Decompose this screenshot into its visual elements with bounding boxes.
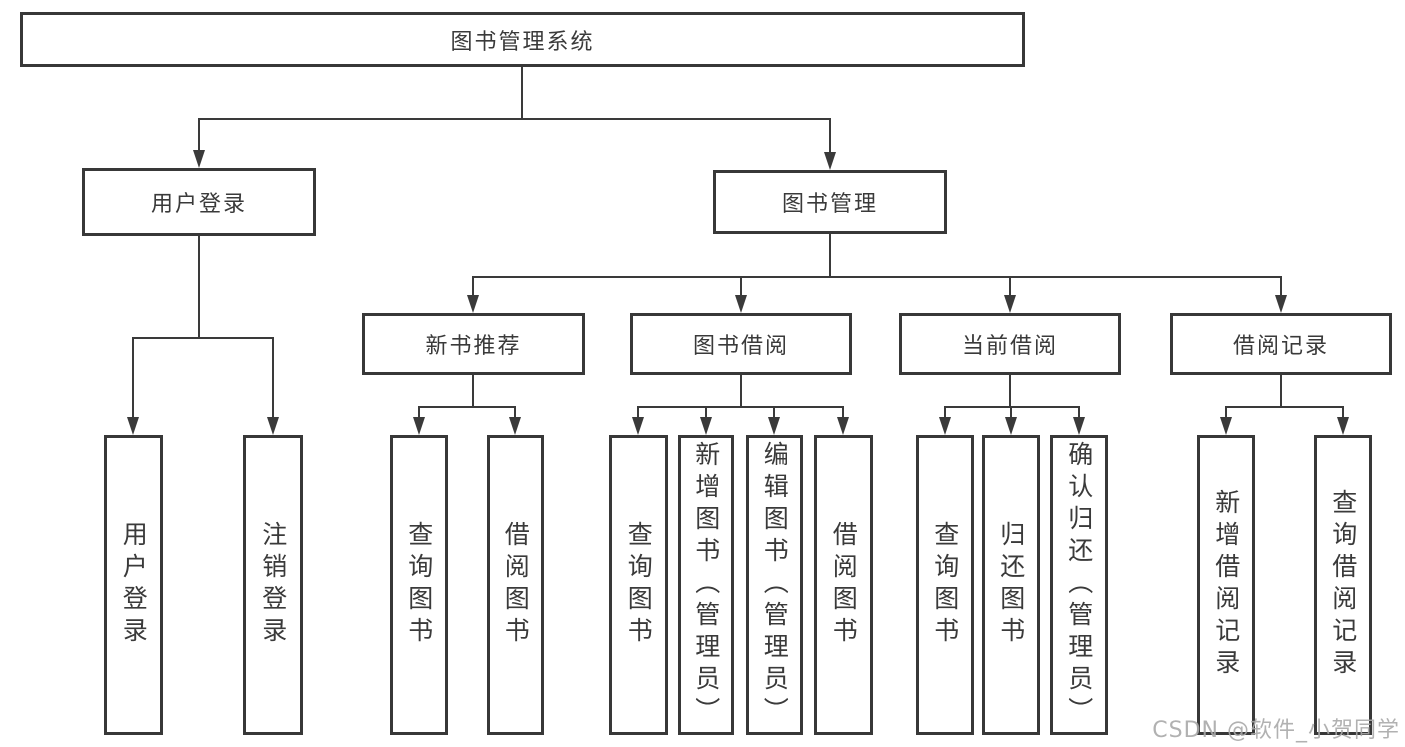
node-new-book-recommend: 新书推荐 bbox=[362, 313, 585, 375]
arrowhead-icon bbox=[509, 417, 521, 435]
arrowhead-icon bbox=[267, 417, 279, 435]
node-leaf-cb-query-books: 查询图书 bbox=[916, 435, 974, 735]
arrowhead-icon bbox=[1337, 417, 1349, 435]
arrowhead-icon bbox=[127, 417, 139, 435]
node-leaf-br-query-record: 查询借阅记录 bbox=[1314, 435, 1372, 735]
node-leaf-bb-borrow-books: 借阅图书 bbox=[814, 435, 873, 735]
node-book-management: 图书管理 bbox=[713, 170, 947, 234]
connector-to-borrow-record bbox=[1280, 276, 1282, 295]
connector-to-cb-query bbox=[944, 406, 946, 417]
arrowhead-icon bbox=[735, 295, 747, 313]
arrowhead-icon bbox=[632, 417, 644, 435]
connector-to-cb-confirm bbox=[1078, 406, 1080, 417]
connector-to-bb-borrow bbox=[842, 406, 844, 417]
node-leaf-user-login: 用户登录 bbox=[104, 435, 163, 735]
arrowhead-icon bbox=[467, 295, 479, 313]
node-leaf-nbr-query-books: 查询图书 bbox=[390, 435, 448, 735]
arrowhead-icon bbox=[1004, 295, 1016, 313]
arrowhead-icon bbox=[1275, 295, 1287, 313]
node-current-borrowing: 当前借阅 bbox=[899, 313, 1121, 375]
arrowhead-icon bbox=[939, 417, 951, 435]
connector-nbr-stem bbox=[472, 375, 474, 406]
arrowhead-icon bbox=[413, 417, 425, 435]
connector-book-mgmt-bar bbox=[473, 276, 1282, 278]
connector-root-stem bbox=[521, 67, 523, 118]
connector-cb-stem bbox=[1009, 375, 1011, 406]
csdn-watermark: CSDN @软件_小贺同学 bbox=[1152, 718, 1400, 743]
node-leaf-bb-edit-books-admin: 编辑图书（管理员） bbox=[746, 435, 803, 735]
connector-root-to-book-mgmt bbox=[829, 118, 831, 152]
connector-user-login-stem bbox=[198, 236, 200, 337]
connector-to-new-book-rec bbox=[472, 276, 474, 295]
node-user-login: 用户登录 bbox=[82, 168, 316, 236]
arrowhead-icon bbox=[1220, 417, 1232, 435]
connector-nbr-bar bbox=[418, 406, 516, 408]
node-library-management-system: 图书管理系统 bbox=[20, 12, 1025, 67]
connector-user-login-bar bbox=[133, 337, 274, 339]
connector-to-nbr-query bbox=[418, 406, 420, 417]
arrowhead-icon bbox=[700, 417, 712, 435]
connector-to-bb-edit bbox=[773, 406, 775, 417]
connector-br-stem bbox=[1280, 375, 1282, 406]
connector-to-login bbox=[132, 337, 134, 417]
node-leaf-bb-query-books: 查询图书 bbox=[609, 435, 668, 735]
node-leaf-logout: 注销登录 bbox=[243, 435, 303, 735]
node-leaf-cb-confirm-return-admin: 确认归还（管理员） bbox=[1050, 435, 1108, 735]
connector-to-bb-query bbox=[637, 406, 639, 417]
node-leaf-cb-return-books: 归还图书 bbox=[982, 435, 1040, 735]
connector-to-logout bbox=[272, 337, 274, 417]
arrowhead-icon bbox=[1005, 417, 1017, 435]
connector-to-current-borrow bbox=[1009, 276, 1011, 295]
connector-to-book-borrow bbox=[740, 276, 742, 295]
connector-root-to-user-login bbox=[198, 118, 200, 150]
connector-to-br-add bbox=[1225, 406, 1227, 417]
connector-to-br-query bbox=[1342, 406, 1344, 417]
node-borrowing-records: 借阅记录 bbox=[1170, 313, 1392, 375]
connector-root-bar bbox=[198, 118, 831, 120]
node-book-borrowing: 图书借阅 bbox=[630, 313, 852, 375]
node-leaf-bb-add-books-admin: 新增图书（管理员） bbox=[678, 435, 734, 735]
connector-br-bar bbox=[1225, 406, 1344, 408]
node-leaf-br-add-record: 新增借阅记录 bbox=[1197, 435, 1255, 735]
connector-to-nbr-borrow bbox=[514, 406, 516, 417]
connector-book-mgmt-stem bbox=[829, 234, 831, 276]
arrowhead-icon bbox=[1073, 417, 1085, 435]
connector-to-cb-return bbox=[1010, 406, 1012, 417]
arrowhead-icon bbox=[837, 417, 849, 435]
arrowhead-icon bbox=[768, 417, 780, 435]
node-leaf-nbr-borrow-books: 借阅图书 bbox=[487, 435, 544, 735]
connector-bb-bar bbox=[637, 406, 844, 408]
connector-to-bb-add bbox=[705, 406, 707, 417]
arrowhead-icon bbox=[193, 150, 205, 168]
arrowhead-icon bbox=[824, 152, 836, 170]
connector-cb-bar bbox=[944, 406, 1080, 408]
connector-bb-stem bbox=[740, 375, 742, 406]
